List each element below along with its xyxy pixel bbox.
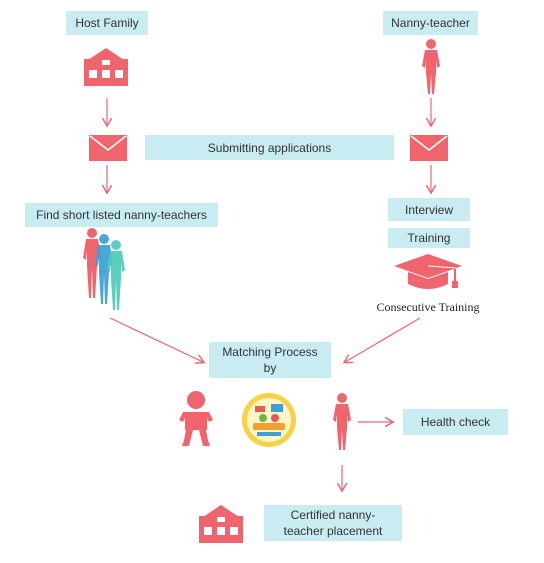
placement-house-icon: [199, 505, 243, 543]
consecutive-training-label: Consecutive Training: [376, 300, 480, 314]
graduation-cap-icon: [394, 254, 462, 289]
submitting-applications-label: Submitting applications: [145, 135, 394, 160]
company-logo-icon: [242, 393, 296, 447]
training-label: Training: [388, 228, 470, 248]
certified-placement-label: Certified nanny- teacher placement: [264, 505, 402, 541]
house-icon: [84, 48, 128, 86]
nanny-silhouette-icon: [422, 39, 440, 94]
nanny-teacher-label: Nanny-teacher: [383, 11, 478, 35]
arrow-find-to-matching: [109, 317, 203, 362]
arrow-training-to-matching: [345, 317, 421, 362]
matching-line-2: by: [263, 361, 277, 375]
envelope-icon-right: [410, 135, 448, 161]
nanny-candidate-icon: [333, 393, 351, 450]
health-check-label: Health check: [403, 409, 508, 435]
interview-label: Interview: [388, 198, 470, 221]
certified-line-2: teacher placement: [283, 524, 383, 538]
host-family-label: Host Family: [66, 11, 148, 35]
envelope-icon: [89, 135, 127, 161]
certified-line-1: Certified nanny-: [290, 508, 376, 522]
find-nanny-teachers-label: Find short listed nanny-teachers: [25, 203, 218, 227]
matching-line-1: Matching Process: [222, 345, 318, 359]
candidates-group-icon: [83, 228, 125, 310]
matching-process-label: Matching Process by: [209, 342, 331, 378]
baby-icon: [179, 391, 213, 446]
